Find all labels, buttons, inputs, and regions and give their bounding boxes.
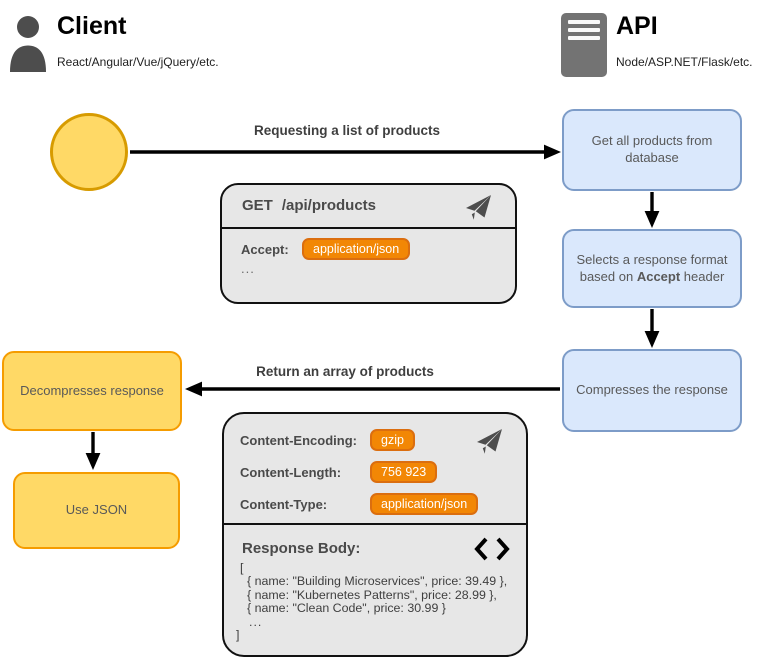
client-title: Client bbox=[57, 12, 127, 40]
header-value-badge: 756 923 bbox=[370, 461, 438, 483]
step-label: Selects a response format based on Accep… bbox=[576, 251, 728, 284]
json-line: ... bbox=[249, 614, 263, 629]
header-value-badge: application/json bbox=[302, 238, 411, 260]
response-header-row: Content-Encoding: bbox=[240, 429, 357, 451]
json-line: { name: "Clean Code", price: 30.99 } bbox=[247, 601, 446, 616]
more-headers-ellipsis: ... bbox=[241, 261, 255, 276]
request-path: /api/products bbox=[281, 197, 377, 214]
code-brackets-icon bbox=[474, 537, 510, 561]
step-use-json: Use JSON bbox=[13, 472, 180, 549]
response-body-label: Response Body: bbox=[242, 540, 361, 557]
request-header-row: Accept: bbox=[241, 238, 289, 260]
card-divider bbox=[222, 227, 515, 229]
request-line: GET/api/products bbox=[242, 197, 376, 214]
start-node bbox=[50, 113, 128, 191]
json-line: ] bbox=[236, 628, 240, 643]
response-header-row: Content-Type: bbox=[240, 493, 327, 515]
step-decompress-response: Decompresses response bbox=[2, 351, 182, 431]
paper-plane-icon bbox=[466, 195, 491, 220]
server-icon bbox=[561, 13, 607, 77]
header-value-badge: gzip bbox=[370, 429, 415, 451]
http-method: GET bbox=[242, 197, 273, 214]
step-label: Get all products from database bbox=[591, 133, 713, 165]
http-response-card: Content-Encoding: gzip Content-Length: 7… bbox=[222, 412, 528, 657]
step-get-all-products: Get all products from database bbox=[562, 109, 742, 191]
step-select-format: Selects a response format based on Accep… bbox=[562, 229, 742, 308]
client-subtitle: React/Angular/Vue/jQuery/etc. bbox=[57, 55, 219, 69]
response-header-row: Content-Length: bbox=[240, 461, 341, 483]
json-line: [ bbox=[240, 561, 244, 575]
response-arrow-label: Return an array of products bbox=[256, 364, 434, 379]
header-name: Content-Length: bbox=[240, 464, 342, 480]
step-label: Decompresses response bbox=[20, 382, 164, 398]
request-arrow-label: Requesting a list of products bbox=[253, 123, 441, 138]
step-compress-response: Compresses the response bbox=[562, 349, 742, 432]
person-icon bbox=[10, 16, 46, 72]
paper-plane-icon bbox=[477, 429, 502, 454]
http-request-card: GET/api/products Accept: application/jso… bbox=[220, 183, 517, 304]
header-name: Content-Type: bbox=[240, 496, 328, 512]
response-body: [ { name: "Building Microservices", pric… bbox=[236, 561, 520, 643]
json-line: { name: "Building Microservices", price:… bbox=[247, 574, 508, 589]
step-label: Compresses the response bbox=[576, 382, 728, 398]
api-subtitle: Node/ASP.NET/Flask/etc. bbox=[616, 55, 753, 69]
header-name: Accept: bbox=[241, 241, 289, 257]
api-title: API bbox=[616, 12, 658, 40]
header-name: Content-Encoding: bbox=[240, 432, 357, 448]
json-line: { name: "Kubernetes Patterns", price: 28… bbox=[247, 587, 497, 602]
card-divider bbox=[224, 523, 526, 525]
step-label: Use JSON bbox=[65, 502, 128, 518]
header-value-badge: application/json bbox=[370, 493, 479, 515]
